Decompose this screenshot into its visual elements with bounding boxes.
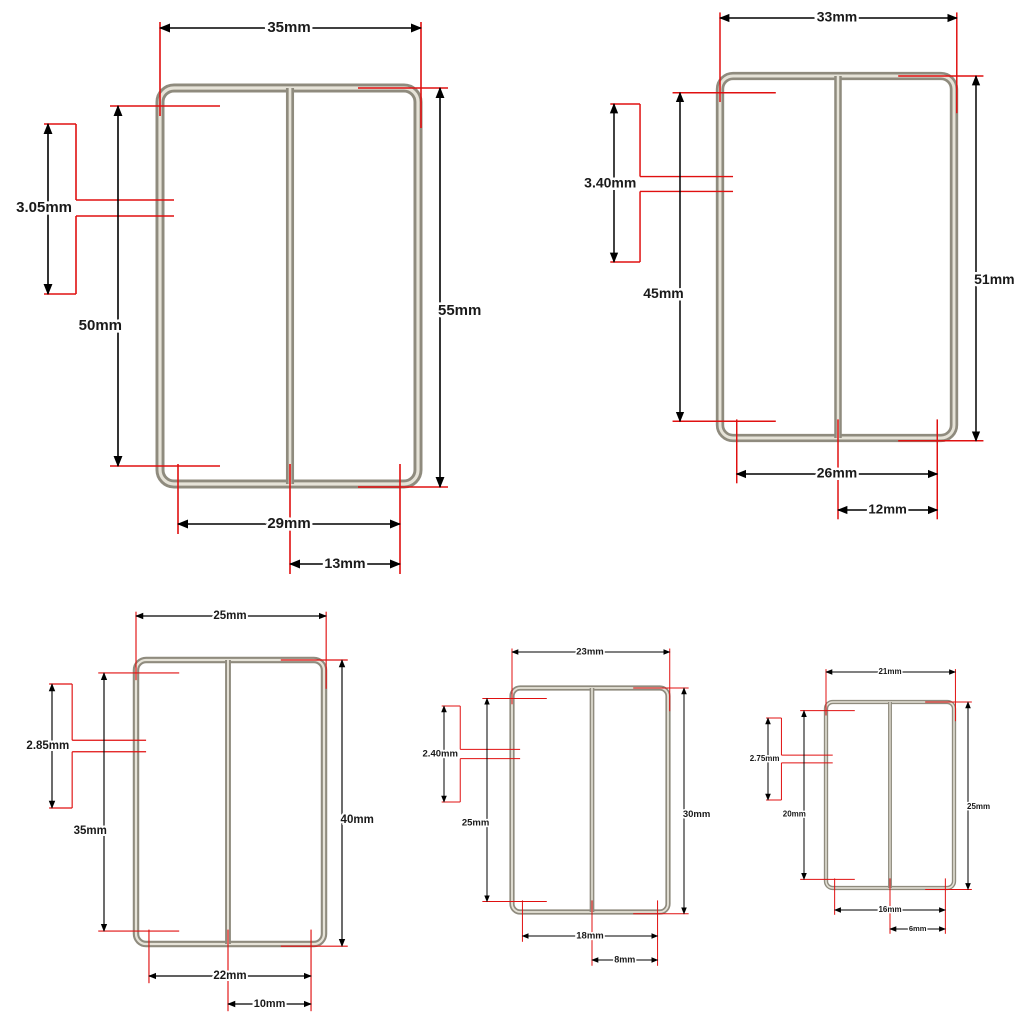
label-wire: 2.75mm — [750, 754, 780, 763]
label-slot: 12mm — [868, 502, 906, 517]
label-inner-height: 35mm — [74, 825, 107, 837]
label-outer-height: 51mm — [974, 271, 1014, 287]
buckle-frame — [715, 71, 959, 443]
buckle-frame — [155, 83, 423, 489]
label-inner-height: 25mm — [462, 818, 489, 829]
buckle-frame — [132, 656, 328, 948]
label-slot: 6mm — [909, 924, 927, 933]
label-outer-height: 30mm — [683, 809, 710, 820]
label-wire: 3.05mm — [16, 199, 72, 216]
label-inner-width: 18mm — [576, 931, 603, 942]
label-inner-height: 45mm — [643, 285, 683, 301]
label-slot: 13mm — [324, 556, 365, 572]
buckle-frame — [509, 685, 671, 915]
buckle-40mm: 25mm 40mm 35mm 2.85mm 22mm 10mm — [24, 608, 375, 1012]
label-inner-width: 16mm — [878, 905, 901, 914]
label-inner-width: 29mm — [267, 515, 310, 532]
buckle-frame — [823, 699, 957, 891]
label-inner-height: 20mm — [783, 809, 806, 818]
buckle-25mm: 21mm 25mm 20mm 2.75mm 16mm 6mm — [748, 666, 991, 935]
label-outer-width: 35mm — [267, 19, 310, 36]
label-wire: 3.40mm — [584, 175, 636, 191]
label-slot: 8mm — [614, 954, 635, 964]
label-slot: 10mm — [254, 998, 286, 1010]
label-inner-height: 50mm — [79, 317, 122, 334]
buckle-55mm: 35mm 55mm 50mm 3.05mm 29mm 13mm — [14, 16, 484, 574]
label-outer-width: 33mm — [817, 9, 857, 25]
buckle-30mm: 23mm 30mm 25mm 2.40mm 18mm 8mm — [421, 645, 712, 966]
label-wire: 2.40mm — [423, 749, 458, 760]
label-outer-height: 55mm — [438, 302, 481, 319]
label-inner-width: 26mm — [817, 465, 857, 481]
buckle-51mm: 33mm 51mm 45mm 3.40mm 26mm 12mm — [582, 6, 1017, 520]
label-outer-width: 25mm — [213, 610, 246, 622]
label-outer-height: 40mm — [341, 814, 374, 826]
label-outer-width: 23mm — [576, 647, 603, 658]
label-inner-width: 22mm — [213, 970, 246, 982]
label-outer-height: 25mm — [967, 802, 990, 811]
label-outer-width: 21mm — [878, 667, 901, 676]
label-wire: 2.85mm — [26, 740, 69, 752]
